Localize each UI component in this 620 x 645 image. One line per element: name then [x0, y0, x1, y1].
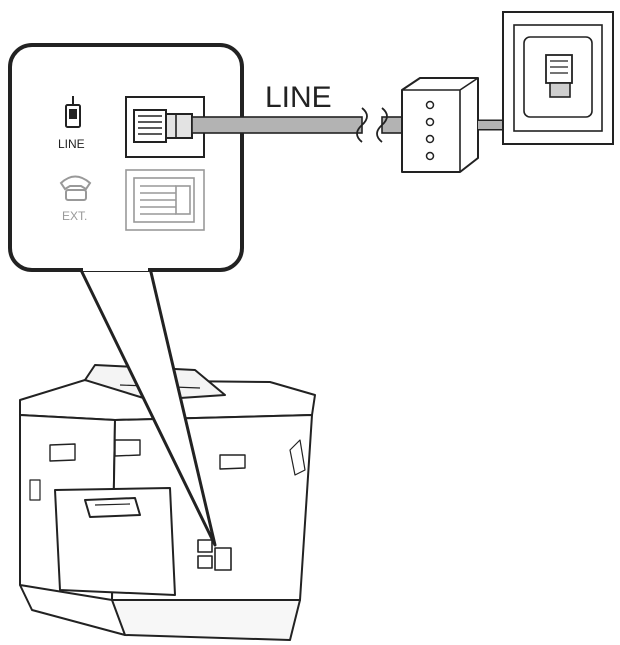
wall-jack	[502, 11, 614, 145]
ext-port-label: EXT.	[62, 209, 87, 223]
line-port-label: LINE	[58, 137, 85, 151]
phone-line-jack-icon	[65, 96, 81, 128]
printer-port-ext	[197, 555, 213, 569]
cable-label: LINE	[265, 81, 332, 114]
printer-port-line	[197, 539, 213, 553]
printer-rear-door	[54, 487, 176, 596]
printer-port-usb	[214, 547, 232, 571]
line-plug	[133, 109, 193, 143]
printer	[19, 364, 316, 641]
telephone-handset-icon	[59, 175, 92, 201]
ext-port-socket	[125, 169, 205, 231]
printer-base	[111, 599, 301, 641]
callout: LINE EXT.	[8, 43, 244, 547]
line-splitter	[401, 77, 479, 173]
